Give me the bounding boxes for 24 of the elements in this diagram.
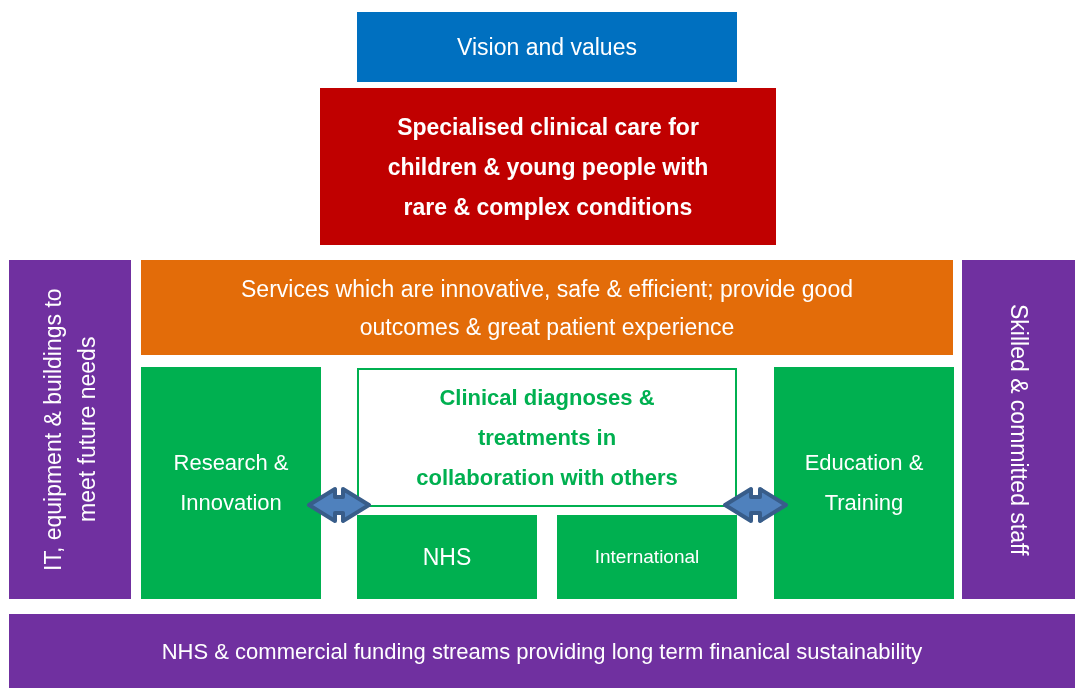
nhs-box [357, 515, 537, 599]
box-text: Services which are innovative, safe & efficient; provide good outcomes & great patient experience [240, 274, 854, 342]
box-text: NHS [422, 542, 472, 572]
box-text: Skilled & committed staff [1004, 303, 1033, 556]
box-text: NHS & commercial funding streams providing long term finanical sustainability [161, 637, 923, 666]
infrastructure-bar [9, 260, 131, 599]
box-text: Research & Innovation [172, 449, 290, 517]
education-box [774, 367, 954, 599]
box-text: Education & Training [803, 449, 925, 517]
box-text: International [594, 544, 700, 569]
box-text: IT, equipment & buildings to meet future needs [39, 287, 101, 573]
box-text: Clinical diagnoses & treatments in collaboration with others [415, 383, 679, 492]
international-box [557, 515, 737, 599]
research-box [141, 367, 321, 599]
double-arrow [307, 487, 371, 523]
double-arrow [723, 487, 788, 523]
box-text: Vision and values [457, 32, 637, 62]
box-text: Specialised clinical care for children & young people with rare & complex conditions [386, 112, 710, 222]
funding-bar [9, 614, 1075, 688]
care-box [320, 88, 776, 245]
services-box [141, 260, 953, 355]
vision-box [357, 12, 737, 82]
collaboration-box [357, 368, 737, 507]
staff-bar [962, 260, 1075, 599]
